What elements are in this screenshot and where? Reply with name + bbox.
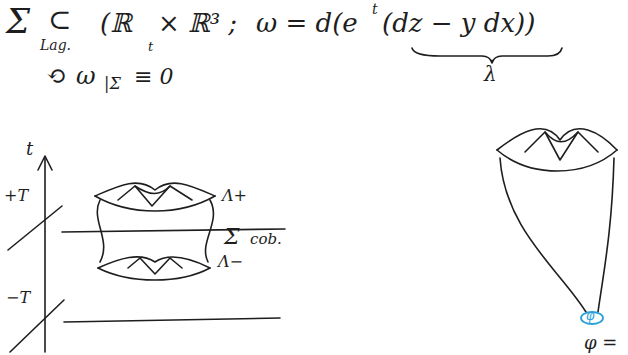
cobordism-note: cob. xyxy=(250,232,282,247)
superscript: t xyxy=(372,2,378,16)
rotation-symbol: ⟲ xyxy=(46,64,66,88)
math-text: ≡ 0 xyxy=(134,66,173,88)
math-text: ω = d(e xyxy=(256,10,358,36)
subscript: t xyxy=(148,40,153,53)
lag-note: Lag. xyxy=(40,38,71,52)
axis-label: t xyxy=(26,140,33,158)
legendrian-label: Λ− xyxy=(218,254,243,270)
level-label: −T xyxy=(6,290,30,306)
legendrian-label: Λ+ xyxy=(222,188,247,204)
restriction: |Σ xyxy=(104,76,121,92)
math-text: (ℝ xyxy=(100,10,132,36)
phi-label: φ = xyxy=(584,334,617,352)
phi-label: φ xyxy=(586,310,594,322)
lambda-label: λ xyxy=(484,64,497,84)
omega-symbol: ω xyxy=(76,64,96,88)
math-text: × ℝ³ ; xyxy=(158,10,237,36)
level-label: +T xyxy=(4,188,28,204)
sigma-symbol: Σ xyxy=(6,4,30,38)
subset-symbol: ⊂ xyxy=(48,6,71,34)
sigma-symbol: Σ xyxy=(224,226,240,248)
math-text: (dz − y dx)) xyxy=(382,10,535,36)
